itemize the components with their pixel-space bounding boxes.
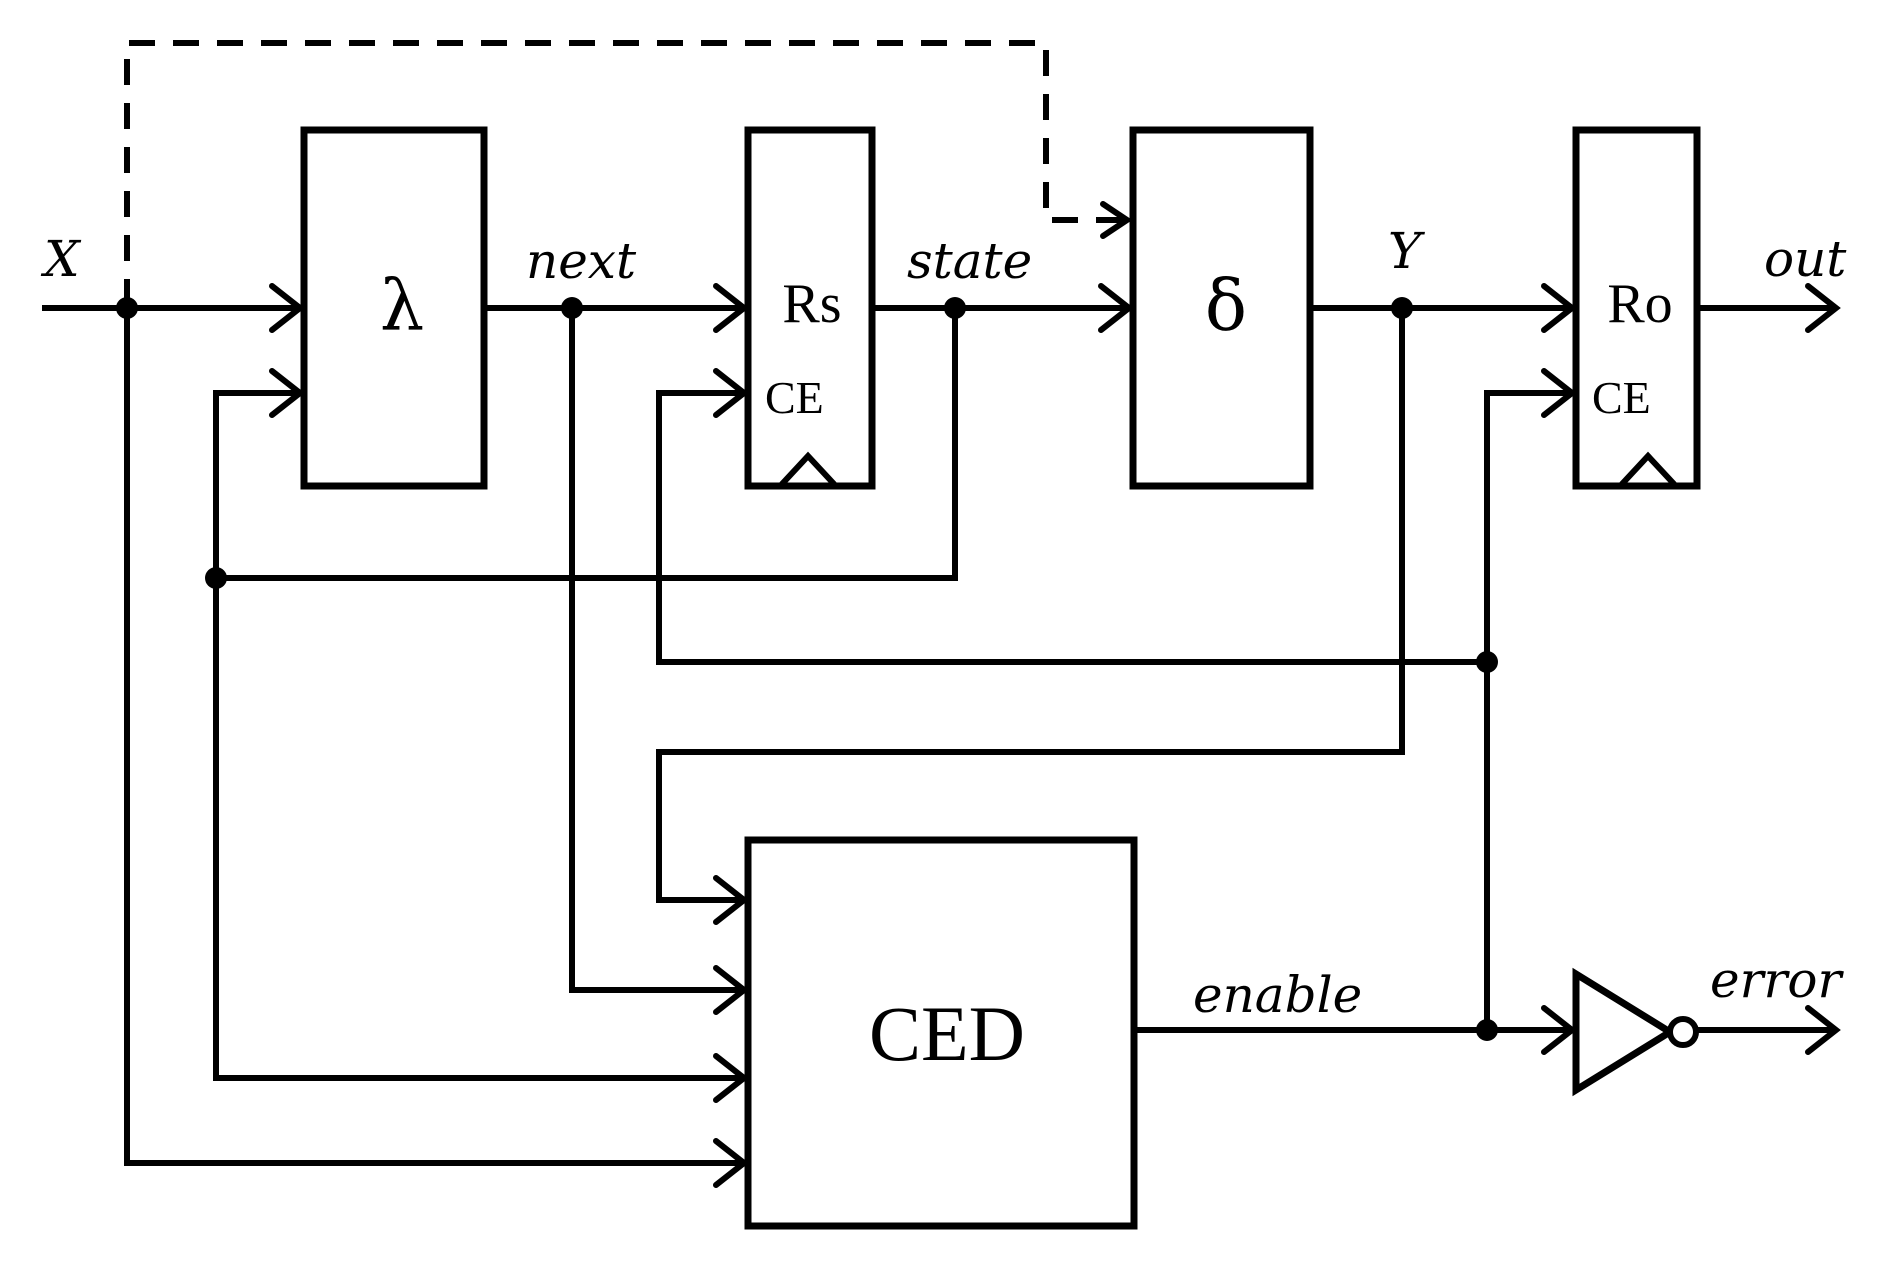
junction-x bbox=[116, 297, 138, 319]
inverter-bubble bbox=[1667, 1016, 1699, 1048]
rs-register bbox=[744, 126, 876, 490]
wire-enable-to-rs-ce bbox=[656, 390, 1490, 665]
signal-state-label: state bbox=[907, 232, 1032, 290]
junction-state bbox=[944, 297, 966, 319]
arrowhead-ro-ce bbox=[1541, 368, 1577, 418]
rs-clock-icon bbox=[779, 451, 837, 487]
rs-ce-label: CE bbox=[765, 372, 824, 423]
signal-next-label: next bbox=[526, 232, 637, 290]
arrowhead-ro-in bbox=[1541, 283, 1577, 333]
arrowhead-error bbox=[1805, 1005, 1841, 1055]
arrowhead-rs-in bbox=[713, 283, 749, 333]
ro-label: Ro bbox=[1607, 273, 1672, 335]
signal-y-label: Y bbox=[1388, 222, 1425, 280]
junction-enable bbox=[1476, 1019, 1498, 1041]
wire-state-feedback bbox=[213, 305, 958, 581]
arrowhead-lambda-in1 bbox=[269, 283, 305, 333]
delta-label: δ bbox=[1205, 265, 1247, 347]
arrowhead-ced-in4 bbox=[713, 1138, 749, 1188]
lambda-block bbox=[300, 126, 488, 490]
arrowhead-ced-in3 bbox=[713, 1053, 749, 1103]
rs-label: Rs bbox=[782, 273, 841, 335]
wire-state-to-lambda bbox=[213, 390, 301, 1081]
arrowhead-delta-in bbox=[1098, 283, 1134, 333]
junction-state-feedback bbox=[205, 567, 227, 589]
junction-enable-rs bbox=[1476, 651, 1498, 673]
delta-block bbox=[1129, 126, 1314, 490]
junction-next bbox=[561, 297, 583, 319]
arrowhead-rs-ce bbox=[713, 368, 749, 418]
ro-ce-label: CE bbox=[1592, 372, 1651, 423]
signal-x-label: X bbox=[40, 230, 82, 288]
signal-out-label: out bbox=[1764, 230, 1847, 288]
ced-label: CED bbox=[869, 990, 1025, 1077]
ced-block bbox=[744, 836, 1138, 1230]
wire-y-to-ced bbox=[656, 305, 1405, 903]
arrowhead-ced-in1 bbox=[713, 875, 749, 925]
wire-enable-to-ro-ce bbox=[1484, 390, 1573, 1033]
ro-clock-icon bbox=[1619, 451, 1677, 487]
wire-next-to-ced bbox=[569, 305, 745, 993]
arrowhead-ced-in2 bbox=[713, 965, 749, 1015]
arrowhead-inverter-in bbox=[1541, 1005, 1577, 1055]
arrowhead-out bbox=[1805, 283, 1841, 333]
signal-error-label: error bbox=[1710, 951, 1844, 1009]
ro-register bbox=[1572, 126, 1701, 490]
junction-y bbox=[1391, 297, 1413, 319]
lambda-label: λ bbox=[380, 265, 424, 347]
arrowhead-lambda-in2 bbox=[269, 368, 305, 418]
inverter-icon bbox=[1572, 967, 1677, 1097]
dashed-bypass-line bbox=[124, 40, 1125, 305]
dashed-bypass-arrowhead bbox=[1100, 201, 1133, 239]
wire-x-to-ced bbox=[124, 305, 745, 1166]
signal-enable-label: enable bbox=[1193, 966, 1362, 1024]
